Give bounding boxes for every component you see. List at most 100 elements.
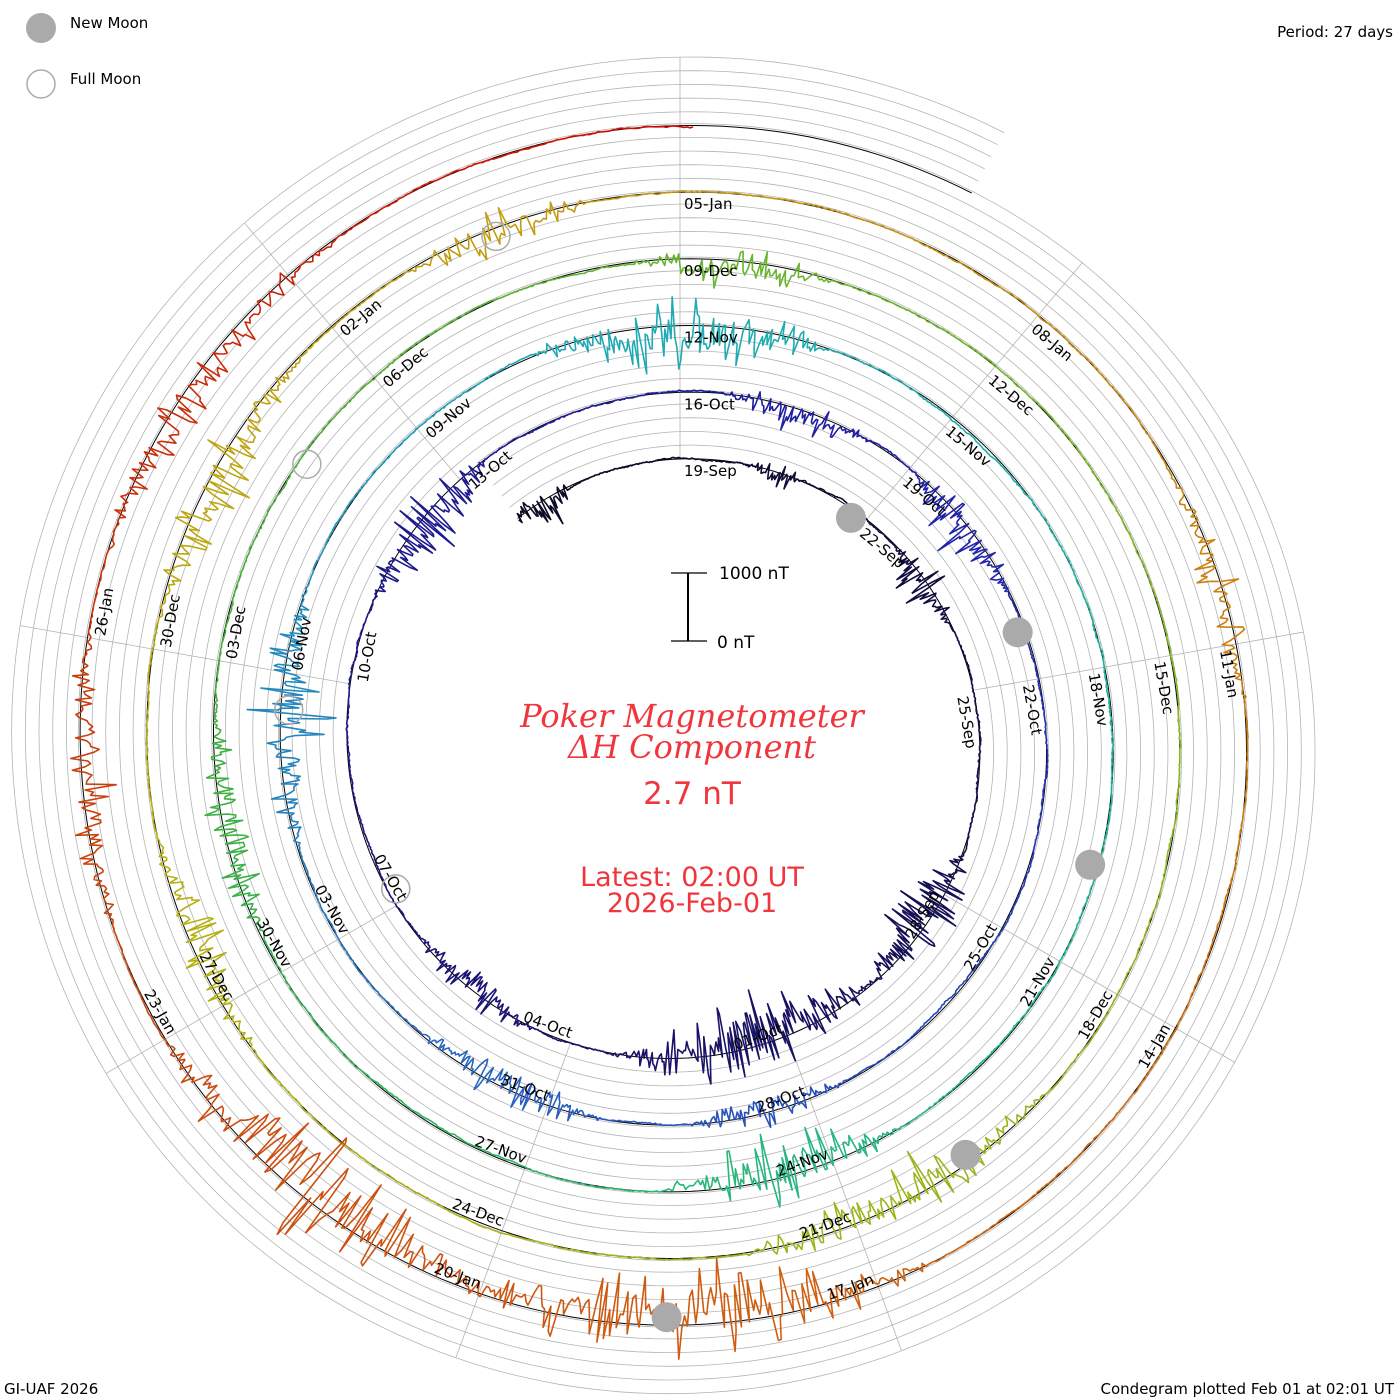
trace-segment [145, 673, 150, 736]
trace-segment [896, 456, 930, 491]
trace-segment [71, 665, 96, 736]
trace-segment [81, 596, 97, 667]
trace-segment [345, 699, 350, 739]
trace-segment [375, 990, 410, 1024]
trace-segment [1176, 689, 1182, 748]
trace-segment [466, 207, 536, 261]
trace-segment [823, 278, 879, 298]
new-moon-marker [835, 502, 866, 533]
trace-segment [473, 1066, 526, 1108]
moon-markers [273, 221, 1106, 1333]
trace-segment [404, 918, 431, 948]
trace-segment [573, 1272, 640, 1343]
trace-segment [205, 735, 234, 790]
trace-segment [1026, 831, 1040, 874]
trace-segment [1242, 748, 1249, 815]
trace-segment [580, 125, 652, 137]
full-moon-marker [273, 695, 304, 725]
trace-segment [478, 440, 512, 468]
date-label: 22-Sep [856, 524, 908, 572]
trace-segment [937, 510, 982, 555]
trace-segment [291, 990, 326, 1034]
radial-spoke [944, 894, 1235, 1063]
radial-spoke [973, 631, 1304, 691]
trace-segment [319, 391, 359, 434]
trace-segment [987, 912, 1013, 951]
trace-segment [446, 1047, 489, 1091]
trace-segment [533, 199, 592, 236]
trace-segment [572, 472, 604, 487]
trace-segment [279, 599, 310, 647]
trace-segment [414, 233, 470, 272]
trace-segment [1112, 386, 1153, 441]
trace-segment [1211, 879, 1233, 943]
footer-credit: GI-UAF 2026 [4, 1380, 99, 1398]
trace-segment [544, 484, 574, 525]
trace-segment [962, 1207, 1019, 1247]
trace-segment [974, 1114, 1026, 1155]
trace-segment [847, 1128, 898, 1157]
trace-segment [693, 1007, 732, 1085]
trace-segment [393, 510, 437, 557]
trace-segment [824, 986, 861, 1020]
trace-segment [654, 190, 719, 196]
trace-segment [1033, 662, 1044, 705]
date-label: 31-Oct [498, 1070, 552, 1104]
radial-spoke [786, 1035, 902, 1351]
trace-segment [1011, 872, 1029, 914]
trace-segment [364, 586, 386, 624]
trace-segment [370, 441, 404, 478]
trace-segment [221, 841, 261, 898]
trace-segment [1114, 1062, 1157, 1117]
trace-segment [448, 1132, 497, 1157]
radial-spoke [866, 262, 1083, 520]
trace-segment [347, 954, 377, 992]
trace-segment [796, 478, 828, 494]
trace-segment [697, 1106, 742, 1128]
trace-segment [408, 1022, 447, 1052]
trace-segment [204, 788, 250, 845]
trace-segment [895, 557, 939, 594]
trace-segment [270, 783, 302, 829]
trace-segment [1126, 919, 1151, 974]
trace-segment [732, 461, 765, 474]
trace-segment [293, 826, 309, 873]
trace-segment [648, 1179, 702, 1193]
trace-segment [265, 943, 293, 992]
trace-segment [762, 1224, 824, 1255]
trace-segment [519, 341, 567, 361]
trace-segment [1037, 788, 1045, 832]
trace-segment [402, 410, 440, 443]
trace-segment [269, 343, 314, 392]
trace-segment [835, 1269, 906, 1310]
trace-segment [961, 949, 989, 985]
trace-segment [516, 495, 552, 524]
trace-segment [844, 212, 906, 237]
trace-segment [1147, 577, 1167, 633]
trace-group [70, 125, 1249, 1360]
trace-segment [583, 1251, 645, 1260]
trace-segment [1064, 553, 1087, 601]
trace-segment [656, 253, 714, 282]
trace-segment [726, 989, 769, 1078]
trace-segment [513, 1014, 550, 1038]
trace-segment [1064, 1024, 1101, 1074]
trace-segment [623, 391, 664, 401]
trace-segment [524, 1238, 584, 1253]
date-label: 04-Oct [521, 1008, 575, 1042]
trace-segment [324, 1032, 363, 1072]
trace-segment [324, 914, 349, 956]
trace-segment [922, 485, 965, 527]
trace-segment [820, 1200, 880, 1243]
radial-spoke [19, 625, 351, 685]
date-label: 27-Nov [473, 1132, 530, 1167]
trace-segment [438, 383, 480, 412]
latest-time: Latest: 02:00 UT [580, 862, 804, 893]
current-value: 2.7 nT [643, 776, 742, 812]
trace-segment [403, 1103, 449, 1134]
trace-segment [759, 990, 797, 1062]
trace-segment [1069, 895, 1090, 944]
trace-segment [349, 776, 359, 815]
trace-segment [705, 1257, 780, 1353]
date-label: 19-Sep [684, 462, 737, 480]
